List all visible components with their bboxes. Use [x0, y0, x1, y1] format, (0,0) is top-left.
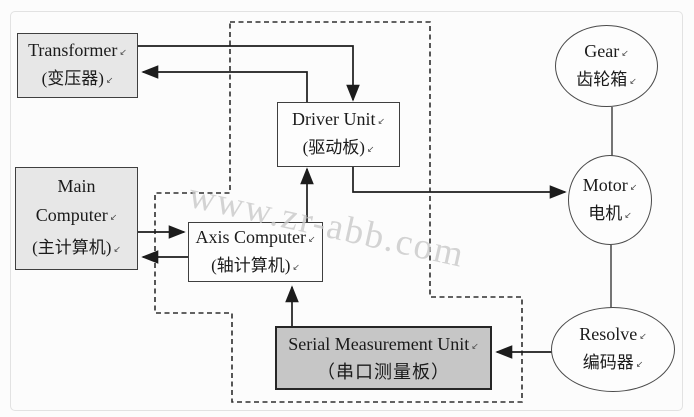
label-text: (变压器) — [41, 69, 104, 88]
paragraph-mark: ↙ — [624, 210, 632, 221]
node-label-en: Axis Computer↙ — [195, 224, 315, 253]
label-text: (驱动板) — [302, 138, 365, 157]
node-label-en: Main — [58, 172, 96, 201]
label-text: Main — [57, 176, 96, 196]
node-driver-unit: Driver Unit↙ (驱动板)↙ — [277, 102, 400, 167]
node-transformer: Transformer↙ (变压器)↙ — [17, 33, 138, 98]
node-axis-computer: Axis Computer↙ (轴计算机)↙ — [188, 222, 323, 282]
paragraph-mark: ↙ — [113, 245, 121, 255]
label-text: Driver Unit — [291, 109, 376, 129]
paragraph-mark: ↙ — [639, 332, 647, 342]
label-text: （串口测量板） — [317, 362, 450, 382]
node-label-cn: 齿轮箱↙ — [576, 67, 637, 95]
label-text: (主计算机) — [32, 238, 112, 257]
node-label-en: Motor↙ — [583, 172, 638, 201]
label-text: Serial Measurement Unit — [288, 334, 470, 354]
node-label-en: Computer↙ — [36, 201, 118, 233]
node-label-en: Transformer↙ — [28, 37, 127, 66]
node-label-en: Driver Unit↙ — [292, 106, 385, 135]
node-resolve: Resolve↙ 编码器↙ — [551, 307, 675, 392]
paragraph-mark: ↙ — [105, 76, 114, 86]
paragraph-mark: ↙ — [629, 76, 637, 87]
label-text: Axis Computer — [195, 226, 306, 247]
label-text: Motor — [582, 174, 628, 195]
label-text: 电机 — [588, 203, 623, 223]
node-label-cn: (轴计算机)↙ — [211, 253, 300, 281]
node-motor: Motor↙ 电机↙ — [568, 155, 652, 245]
node-label-cn: (主计算机)↙ — [32, 233, 121, 265]
paragraph-mark: ↙ — [119, 48, 127, 58]
label-text: Computer — [35, 205, 108, 225]
arrow-driver-unit-to-transformer — [141, 65, 308, 102]
label-text: 编码器 — [582, 353, 634, 372]
arrow-transformer-to-driver-unit — [138, 45, 360, 102]
node-label-cn: 编码器↙ — [583, 350, 644, 378]
label-text: Transformer — [28, 40, 118, 60]
paragraph-mark: ↙ — [621, 48, 629, 59]
node-label-en: Serial Measurement Unit↙ — [288, 331, 479, 360]
node-label-cn: 电机↙ — [588, 201, 632, 229]
node-label-en: Resolve↙ — [579, 321, 647, 350]
arrow-driver-unit-to-motor — [352, 167, 567, 199]
node-label-cn: (变压器)↙ — [42, 66, 114, 94]
paragraph-mark: ↙ — [377, 117, 386, 127]
paragraph-mark: ↙ — [629, 182, 638, 193]
paragraph-mark: ↙ — [471, 342, 479, 352]
paragraph-mark: ↙ — [366, 145, 375, 155]
node-label-cn: (驱动板)↙ — [303, 135, 375, 163]
node-label-en: Gear↙ — [584, 38, 629, 67]
paragraph-mark: ↙ — [292, 262, 300, 273]
node-gear: Gear↙ 齿轮箱↙ — [555, 25, 658, 107]
node-label-cn: （串口测量板） — [317, 360, 450, 385]
paragraph-mark: ↙ — [635, 360, 644, 370]
label-text: Resolve — [579, 324, 638, 344]
paragraph-mark: ↙ — [307, 234, 316, 245]
label-text: (轴计算机) — [211, 255, 291, 275]
node-serial-measurement-unit: Serial Measurement Unit↙ （串口测量板） — [275, 326, 492, 390]
label-text: Gear — [584, 40, 620, 61]
node-main-computer: Main Computer↙ (主计算机)↙ — [15, 167, 138, 270]
paragraph-mark: ↙ — [109, 213, 118, 223]
label-text: 齿轮箱 — [576, 69, 628, 89]
dashed-cabinet-boundary — [154, 21, 523, 403]
